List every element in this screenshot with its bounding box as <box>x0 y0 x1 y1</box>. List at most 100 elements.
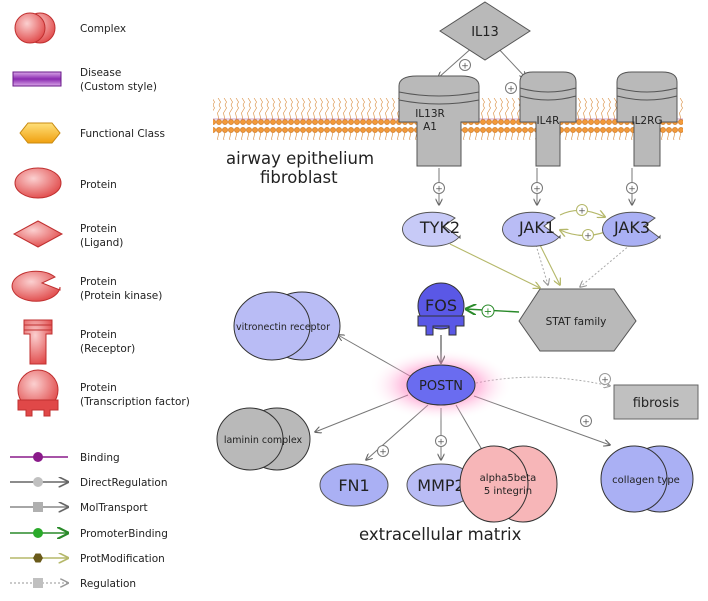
legend-disease-icon <box>12 71 62 87</box>
legend-functional-class-label: Functional Class <box>80 128 165 140</box>
edge-il13-il4r <box>495 45 526 78</box>
legend-regulation <box>10 578 68 588</box>
node-alpha5beta5-label: alpha5beta <box>480 473 537 484</box>
legend-kinase-sublabel: (Protein kinase) <box>80 290 162 302</box>
svg-text:+: + <box>379 448 387 458</box>
node-jak3-label: JAK3 <box>613 218 650 237</box>
legend-protein-label: Protein <box>80 179 117 191</box>
legend: Complex Disease (Custom style) Functiona… <box>10 12 190 590</box>
legend-complex-icon <box>14 12 56 44</box>
legend-direct-regulation-label: DirectRegulation <box>80 477 168 489</box>
node-fn1[interactable]: FN1 <box>319 463 389 507</box>
legend-mol-transport-label: MolTransport <box>80 502 148 514</box>
legend-binding <box>10 452 68 462</box>
legend-direct-regulation <box>10 477 68 487</box>
legend-disease-label: Disease <box>80 67 121 79</box>
legend-regulation-label: Regulation <box>80 578 136 590</box>
svg-text:+: + <box>628 185 636 195</box>
node-collagen-type-label: collagen type <box>612 475 680 486</box>
legend-receptor-sublabel: (Receptor) <box>80 343 135 355</box>
sign-jak1-jak3-top: + <box>576 204 588 217</box>
node-fos-label: FOS <box>425 296 457 315</box>
legend-protein-icon <box>14 167 62 199</box>
membrane-region-label: airway epithelium <box>226 149 374 168</box>
svg-text:+: + <box>437 438 445 448</box>
sign-il13ra1-tyk2: + <box>433 182 445 195</box>
legend-prot-modification <box>10 554 68 563</box>
legend-kinase-label: Protein <box>80 276 117 288</box>
svg-text:+: + <box>533 185 541 195</box>
legend-ligand-sublabel: (Ligand) <box>80 237 123 249</box>
node-laminin-complex[interactable]: laminin complex <box>216 407 311 471</box>
edge-jak3-stat <box>580 244 631 287</box>
legend-tf-icon <box>17 369 59 417</box>
legend-promoter-binding-label: PromoterBinding <box>80 528 168 540</box>
edge-sign-markers: + + + + + + + + + + + + <box>377 59 638 458</box>
legend-promoter-binding <box>10 528 68 538</box>
node-postn-label: POSTN <box>419 379 463 394</box>
sign-postn-fibrosis: + <box>599 373 611 386</box>
edge-il13-il13ra1 <box>438 45 475 78</box>
node-stat-family-label: STAT family <box>546 316 607 328</box>
sign-postn-collagen: + <box>580 415 592 428</box>
edge-jak1-stat <box>535 244 548 285</box>
svg-text:+: + <box>582 418 590 428</box>
node-alpha5beta5-integrin[interactable]: alpha5beta 5 integrin <box>459 445 558 523</box>
sign-postn-fn1: + <box>377 445 389 458</box>
node-fibrosis-label: fibrosis <box>633 396 680 411</box>
node-vitronectin-receptor-label: vitronectin receptor <box>236 322 330 333</box>
sign-postn-mmp2: + <box>435 435 447 448</box>
node-il13-label: IL13 <box>471 25 499 40</box>
node-fn1-label: FN1 <box>338 476 369 495</box>
legend-disease-sublabel: (Custom style) <box>80 81 157 93</box>
edge-tyk2-stat <box>449 243 540 288</box>
node-il2rg[interactable]: IL2RG <box>616 71 678 167</box>
svg-text:+: + <box>578 207 586 217</box>
node-tyk2[interactable]: TYK2 <box>401 211 461 247</box>
node-tyk2-label: TYK2 <box>419 218 460 237</box>
legend-kinase-icon <box>11 270 61 302</box>
node-fos[interactable]: FOS <box>417 282 465 336</box>
node-jak1-label: JAK1 <box>518 218 555 237</box>
node-fibrosis[interactable]: fibrosis <box>613 384 699 420</box>
node-collagen-type[interactable]: collagen type <box>600 445 694 513</box>
node-il4r[interactable]: IL4R <box>519 71 577 167</box>
sign-il13-il13ra1: + <box>459 59 471 72</box>
legend-mol-transport <box>10 502 68 512</box>
svg-text:+: + <box>507 85 515 95</box>
node-postn[interactable]: POSTN <box>369 349 513 421</box>
svg-text:+: + <box>601 376 609 386</box>
node-vitronectin-receptor[interactable]: vitronectin receptor <box>233 291 341 361</box>
legend-complex-label: Complex <box>80 23 126 35</box>
node-stat-family[interactable]: STAT family <box>518 288 637 352</box>
node-jak3[interactable]: JAK3 <box>601 211 661 247</box>
node-il2rg-label: IL2RG <box>631 115 662 127</box>
legend-binding-label: Binding <box>80 452 120 464</box>
svg-text:+: + <box>484 307 492 318</box>
node-il13ra1-sublabel: A1 <box>423 121 437 133</box>
matrix-region-label: extracellular matrix <box>359 525 522 544</box>
node-jak1[interactable]: JAK1 <box>501 211 561 247</box>
sign-il2rg-jak3: + <box>626 182 638 195</box>
legend-prot-modification-label: ProtModification <box>80 553 165 565</box>
sign-stat-fos: + <box>481 304 495 318</box>
sign-il4r-jak1: + <box>531 182 543 195</box>
node-laminin-complex-label: laminin complex <box>224 435 303 446</box>
node-alpha5beta5-sublabel: 5 integrin <box>484 486 532 497</box>
edge-jak1-stat-olive <box>539 244 560 285</box>
node-il13ra1[interactable]: IL13R A1 <box>398 75 480 167</box>
legend-ligand-icon <box>12 220 64 248</box>
node-il13ra1-label: IL13R <box>415 108 445 120</box>
membrane-region-sublabel: fibroblast <box>260 168 338 187</box>
legend-functional-class-icon <box>19 122 61 144</box>
svg-text:+: + <box>584 232 592 242</box>
legend-ligand-label: Protein <box>80 223 117 235</box>
legend-tf-sublabel: (Transcription factor) <box>80 396 190 408</box>
legend-receptor-label: Protein <box>80 329 117 341</box>
node-il4r-label: IL4R <box>537 115 560 127</box>
node-il13[interactable]: IL13 <box>439 1 531 61</box>
node-mmp2[interactable]: MMP2 <box>406 463 476 507</box>
node-mmp2-label: MMP2 <box>417 476 464 495</box>
edge-postn-fibrosis <box>475 376 610 386</box>
